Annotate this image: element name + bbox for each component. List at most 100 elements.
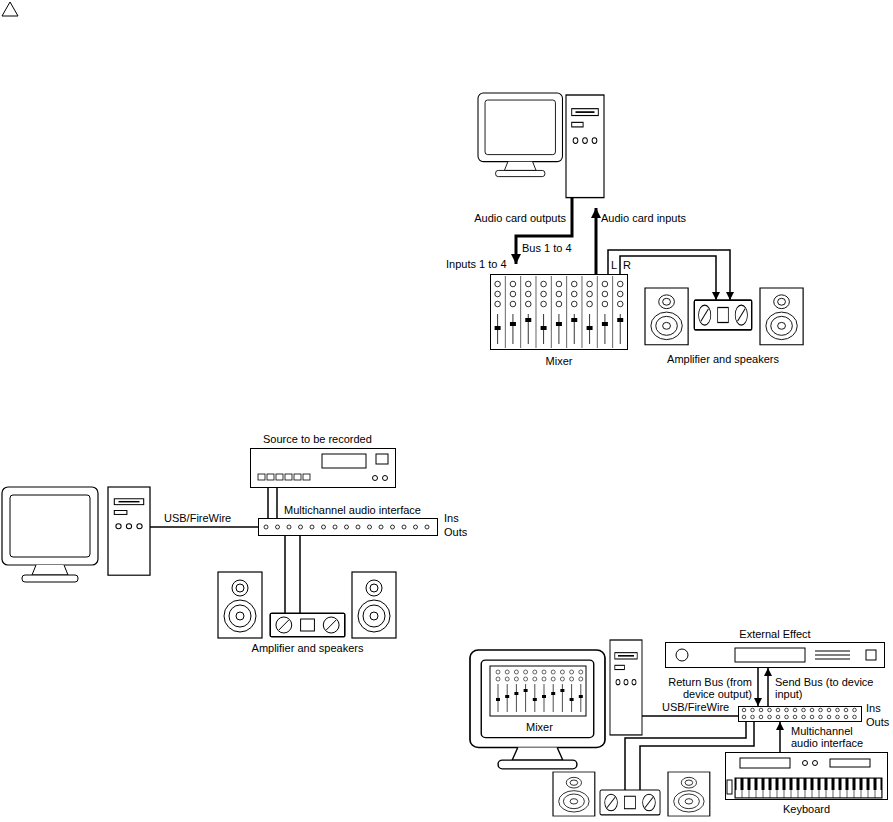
keyboard-body [727,780,732,794]
speaker [760,288,803,345]
amplifier [270,613,345,637]
screen-mixer-channel [496,670,500,674]
jack-socket [751,715,755,719]
screen-mixer-channel [551,677,555,681]
speaker [645,288,688,345]
device-button [276,474,283,480]
mixer-channel [551,276,552,348]
mixer-channel [510,281,516,287]
screen-mixer-channel [505,695,509,698]
computer [566,95,604,198]
mixer-channel [495,281,501,287]
screen-mixer-channel [560,677,564,681]
screen-mixer-channel [525,684,526,712]
source-device [373,476,378,481]
source-device [322,454,366,468]
mixer-channel [525,281,531,287]
jack-socket [356,525,360,529]
screen-mixer-channel [496,677,500,681]
device-button [303,474,310,480]
signal-cable [779,722,781,752]
computer [478,93,562,177]
mixer-channel [541,291,547,297]
jack-socket [276,525,280,529]
audio-interface-box: Multichannel audio interface [258,518,438,536]
jack-socket [785,715,789,719]
screen-mixer-channel [551,670,555,674]
screen-mixer-channel [524,677,528,681]
screen-mixer-channel [560,689,564,692]
mixer-channel [587,281,593,287]
effect-device [735,648,805,662]
effect-device [815,651,850,652]
mixer-channel [617,281,623,287]
jack-socket [836,708,840,712]
effect-device [866,650,876,660]
mixer-channel [512,314,513,344]
mixer-channel [612,276,613,348]
screen-mixer-channel [570,670,574,674]
mixer-channel [571,318,577,322]
keyboard-body [830,759,870,767]
signal-cable [276,488,278,518]
jack-socket [264,525,429,529]
computer [478,93,604,198]
jack-socket [802,708,806,712]
jack-socket [802,715,806,719]
channel-label: L [611,259,617,271]
audio-cable [516,198,596,274]
bus-label: Send Bus (to device input) [775,676,885,700]
screen-mixer-channel [570,698,574,701]
effect-device [676,648,876,662]
mixer-channel [495,301,501,307]
screen-mixer [490,666,586,716]
device-name: External Effect [739,628,810,640]
jack-socket [742,715,746,719]
port-label: Outs [444,526,467,538]
device-button [285,474,292,480]
channel-label: Bus 1 to 4 [522,242,572,254]
mixer-channel [566,276,567,348]
screen-mixer-channel [505,677,509,681]
jack-socket [810,715,814,719]
screen-mixer-channel [514,677,518,681]
amplifier [270,613,345,637]
mixer-channel [571,291,577,297]
amplifier-box: Amplifier and speakers [694,300,752,330]
device-button [294,474,301,480]
screen-mixer-channel [542,695,546,698]
mixer-channel [581,276,582,348]
channel-label: R [623,259,631,271]
jack-socket [391,525,395,529]
jack-socket [759,708,763,712]
keyboard-body [803,761,808,766]
device-name: Mixer [546,355,573,367]
mixer-channel [510,322,516,326]
mixer-channel [604,314,605,344]
mixer-channel [495,291,501,297]
amplifier [694,300,752,330]
jack-socket [785,708,789,712]
jack-socket [379,525,383,529]
signal-cable [620,256,716,300]
jack-socket [310,525,314,529]
mixer-channel [541,326,547,330]
jack-socket [827,708,831,712]
port-label: Outs [866,716,889,728]
screen-mixer-channel [496,670,583,712]
computer [470,640,642,769]
mixer-channel [587,326,593,330]
mixer-box: Mixer [490,274,628,350]
keyboard-body [727,758,882,798]
mixer-channel [525,301,531,307]
signal-cable [608,250,730,300]
computer [470,650,605,769]
keyboard-body [740,758,790,768]
screen-mixer-channel [560,670,564,674]
screen-mixer-channel [514,692,518,695]
mixer-channel [541,281,547,287]
jack-socket [759,715,763,719]
jack-socket [299,525,303,529]
screen-mixer-channel [579,695,583,698]
